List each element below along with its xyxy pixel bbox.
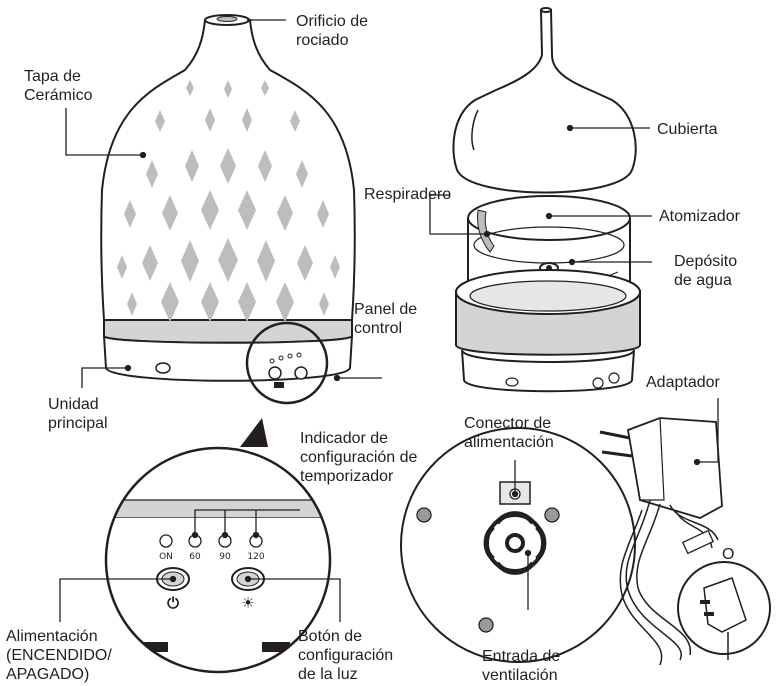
diffuser-exploded (453, 8, 640, 391)
label-water-tank: Depósito de agua (674, 252, 737, 290)
label-cover: Cubierta (657, 120, 717, 139)
diffuser-assembled (101, 15, 355, 403)
label-adapter: Adaptador (646, 373, 720, 392)
led-label-90: 90 (213, 552, 237, 562)
label-light-button: Botón de configuración de la luz (298, 627, 393, 684)
label-power-on-off: Alimentación (ENCENDIDO/ APAGADO) (6, 627, 112, 684)
power-icon: ⏻ (163, 595, 183, 611)
label-air-inlet: Entrada de ventilación (482, 647, 560, 685)
led-label-120: 120 (244, 552, 268, 562)
label-control-panel: Panel de control (354, 300, 417, 338)
label-timer-indicator: Indicador de configuración de temporizad… (300, 429, 417, 486)
bottom-view (401, 428, 635, 662)
base-unit (104, 336, 352, 381)
light-icon: ☀ (238, 595, 258, 611)
zoom-pointer (240, 418, 268, 447)
label-atomizer: Atomizador (659, 207, 740, 226)
base-ring (104, 320, 352, 343)
label-or: O (722, 545, 734, 564)
label-main-unit: Unidad principal (48, 395, 108, 433)
label-ceramic-cover: Tapa de Cerámico (24, 67, 92, 105)
led-label-60: 60 (183, 552, 207, 562)
label-power-connector: Conector de alimentación (464, 414, 554, 452)
label-vent: Respiradero (364, 185, 451, 204)
label-spray-hole: Orificio de rociado (296, 12, 368, 50)
led-label-on: ON (154, 552, 178, 562)
